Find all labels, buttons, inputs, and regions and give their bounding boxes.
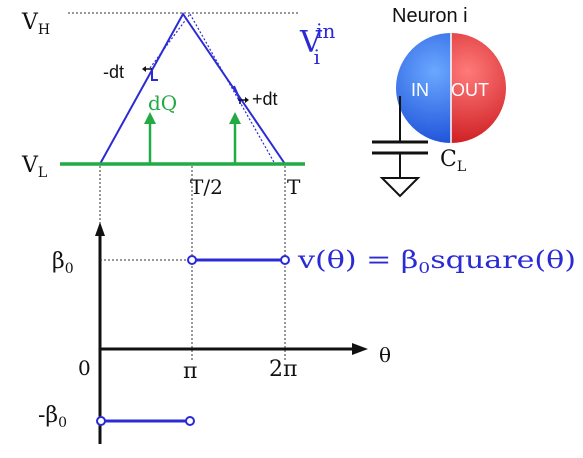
neuron-in-half [396,33,451,143]
v-low-label: VL [21,153,47,181]
y-axis-arrowhead [95,222,105,236]
shifted-edge-right [189,13,276,165]
step-high-end [280,255,290,265]
neuron-title: Neuron i [392,5,468,27]
neg-beta-label: -β0 [38,403,67,431]
step-high-start [187,255,197,265]
dq-label: dQ [148,91,177,115]
minus-dt-arrowhead [142,66,146,72]
charge-arrowhead-right [229,112,241,124]
neuron-figure: Neuron i IN OUT CL [372,5,506,198]
tick-pi-label: π [183,359,197,384]
plus-dt-label: +dt [252,89,278,109]
minus-dt-label: -dt [103,62,124,82]
period-label: T [287,175,301,199]
tick-two-pi-label: 2π [269,357,297,382]
plus-dt-arrowhead [245,97,249,103]
ground-icon [379,177,421,198]
charge-arrowhead-left [144,112,156,124]
neuron-out-label: OUT [451,80,489,100]
vin-label: Viin [299,19,335,69]
step-low-start [96,416,106,426]
minus-dt-marker [151,68,158,81]
step-low-end [185,416,195,426]
x-axis-arrowhead [352,343,368,355]
v-high-label: VH [21,10,50,38]
half-period-label: T/2 [190,175,223,199]
cap-label: CL [440,147,466,175]
theta-label: θ [379,343,391,367]
neuron-in-label: IN [411,80,429,100]
triangle-waveform [99,12,286,165]
shifted-edge-left [149,13,191,69]
neuron-out-half [451,33,506,143]
triangle-diagram: VH VL Viin -dt +dt dQ T/2 T [21,10,335,362]
beta-label: β0 [52,249,74,277]
tick-zero-label: 0 [78,356,91,380]
